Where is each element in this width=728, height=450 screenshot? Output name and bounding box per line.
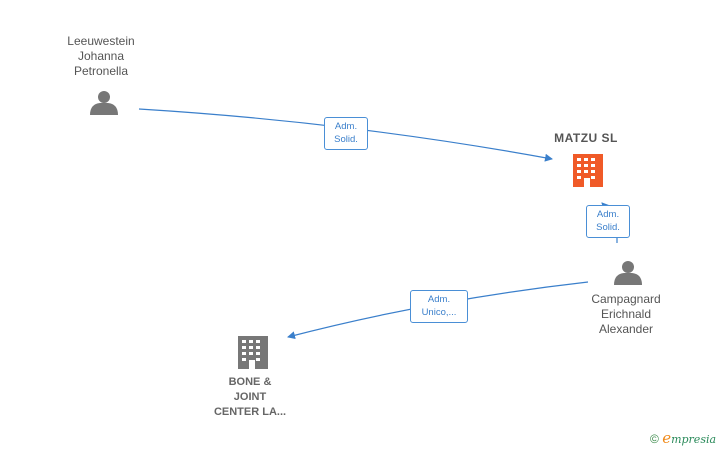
edge-label-adm-unico[interactable]: Adm. Unico,... (410, 290, 468, 323)
node-label-matzu[interactable]: MATZU SL (554, 131, 618, 145)
node-label-campagnard[interactable]: Campagnard Erichnald Alexander (591, 292, 661, 336)
building-icon[interactable] (238, 336, 268, 369)
brand-name: mpresia (671, 433, 717, 446)
building-icon[interactable] (573, 154, 603, 187)
node-label-leeuwestein[interactable]: Leeuwestein Johanna Petronella (67, 34, 135, 78)
person-icon[interactable] (90, 91, 118, 115)
copyright-icon: © (650, 432, 659, 446)
edge-label-adm-solid[interactable]: Adm. Solid. (324, 117, 368, 150)
brand-initial: e (662, 429, 672, 447)
person-icon[interactable] (614, 261, 642, 285)
empresia-logo: © empresia (650, 429, 716, 447)
edge-label-adm-solid[interactable]: Adm. Solid. (586, 205, 630, 238)
node-label-bone-joint[interactable]: BONE & JOINT CENTER LA... (213, 376, 287, 418)
